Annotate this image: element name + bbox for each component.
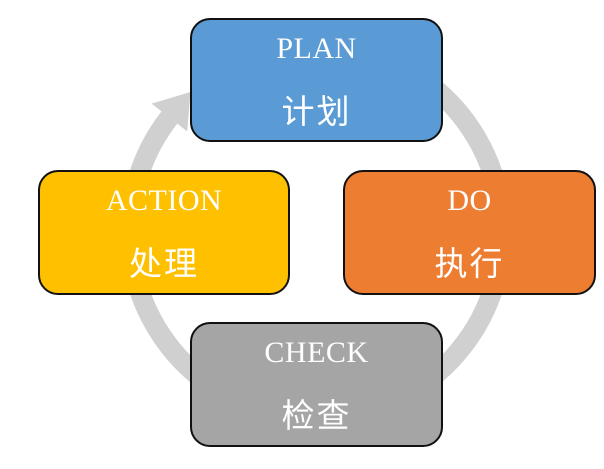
- stage-check-label-en: CHECK: [264, 336, 369, 369]
- stage-action-label-zh: 处理: [129, 244, 199, 283]
- stage-do: DO 执行: [343, 170, 596, 295]
- stage-plan: PLAN 计划: [190, 18, 443, 142]
- stage-check-label-zh: 检查: [281, 396, 352, 435]
- stage-action: ACTION 处理: [38, 170, 290, 295]
- stage-plan-label-en: PLAN: [276, 32, 357, 65]
- stage-plan-label-zh: 计划: [281, 92, 352, 131]
- cycle-arrow-head-icon: [151, 92, 191, 132]
- stage-do-label-zh: 执行: [434, 244, 505, 283]
- stage-action-label-en: ACTION: [105, 184, 223, 217]
- stage-do-label-en: DO: [447, 184, 492, 217]
- stage-check: CHECK 检查: [190, 322, 443, 447]
